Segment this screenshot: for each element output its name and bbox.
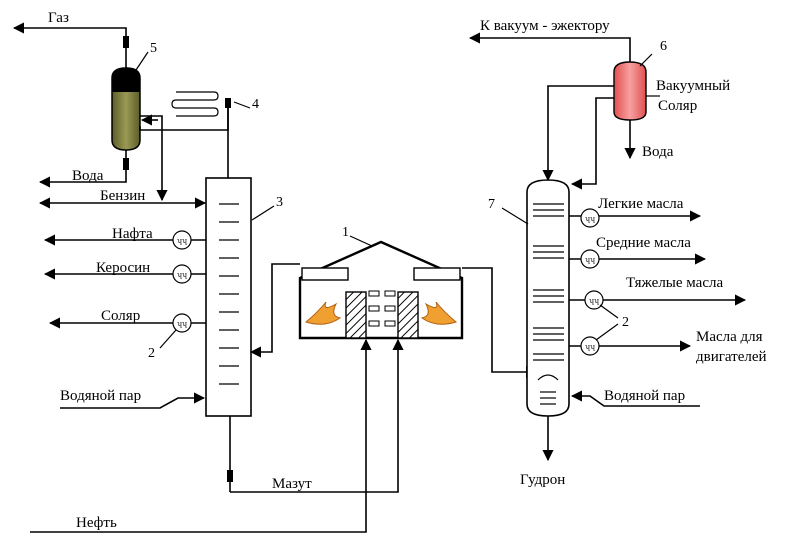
engine-oils-label-2: двигателей	[696, 349, 767, 365]
vacuum-vessel-6	[613, 61, 647, 121]
solyar-draw: ʮʮ	[48, 313, 206, 333]
svg-text:ʮʮ: ʮʮ	[177, 270, 187, 279]
condenser-4	[171, 91, 231, 178]
vacuum-overhead-line	[542, 85, 614, 182]
mazut-label: Мазут	[272, 476, 312, 492]
steam-left-label: Водяной пар	[60, 388, 141, 404]
svg-text:ʮʮ: ʮʮ	[177, 236, 187, 245]
vacuum-solyar-label-2: Соляр	[658, 98, 697, 114]
steam-right-label: Водяной пар	[604, 388, 685, 404]
solyar-left-label: Соляр	[101, 308, 140, 324]
unit-number-3: 3	[276, 195, 283, 210]
neft-label: Нефть	[76, 515, 117, 531]
svg-text:ʮʮ: ʮʮ	[177, 319, 187, 328]
furnace-to-vacuum-line	[462, 267, 538, 378]
engine-oils-label-1: Масла для	[696, 329, 763, 345]
vacuum-ejector-label: К вакуум - эжектору	[480, 18, 610, 34]
light-oils-label: Легкие масла	[598, 196, 684, 212]
water-right-label: Вода	[642, 144, 674, 160]
steam-line-right	[570, 390, 700, 407]
engine-oils-draw: ʮʮ	[569, 336, 692, 356]
neft-line	[30, 338, 372, 533]
unit-number-6: 6	[660, 39, 667, 54]
ejector-line	[468, 32, 631, 62]
vacuum-column-7	[526, 179, 570, 417]
unit-number-5: 5	[150, 41, 157, 56]
steam-line-left	[60, 392, 206, 409]
medium-oils-draw: ʮʮ	[569, 249, 707, 269]
water-line-left	[38, 150, 129, 188]
water-left-label: Вода	[72, 168, 104, 184]
svg-text:ʮʮ: ʮʮ	[585, 255, 595, 264]
svg-text:ʮʮ: ʮʮ	[585, 214, 595, 223]
kerosin-draw: ʮʮ	[43, 264, 206, 284]
mazut-line	[227, 338, 404, 493]
gas-line	[12, 22, 129, 50]
unit-number-2-right: 2	[622, 315, 629, 330]
unit-number-2-left: 2	[148, 346, 155, 361]
light-oils-draw: ʮʮ	[569, 208, 702, 228]
unit-number-1: 1	[342, 225, 349, 240]
flame-right-icon	[420, 301, 458, 325]
unit-number-4: 4	[252, 97, 259, 112]
gudron-label: Гудрон	[520, 472, 565, 488]
benzin-label: Бензин	[100, 188, 145, 204]
separator-5	[111, 50, 141, 151]
atmospheric-column-3	[205, 177, 252, 417]
furnace-to-column-line	[249, 263, 300, 358]
vacuum-solyar-label-1: Вакуумный	[656, 78, 730, 94]
nafta-label: Нафта	[112, 226, 153, 242]
kerosin-label: Керосин	[96, 260, 150, 276]
nafta-draw: ʮʮ	[43, 230, 206, 250]
medium-oils-label: Средние масла	[596, 235, 691, 251]
vacuum-reflux-line	[570, 97, 614, 190]
furnace-1	[298, 240, 464, 340]
svg-text:ʮʮ: ʮʮ	[589, 296, 599, 305]
flame-left-icon	[304, 301, 342, 325]
heavy-oils-draw: ʮʮ	[569, 290, 747, 310]
heavy-oils-label: Тяжелые масла	[626, 275, 723, 291]
unit-number-7: 7	[488, 197, 495, 212]
gas-label: Газ	[48, 10, 69, 26]
svg-text:ʮʮ: ʮʮ	[585, 342, 595, 351]
